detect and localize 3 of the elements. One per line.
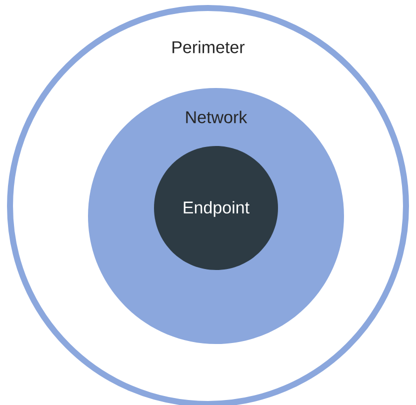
- circle-label: Network: [186, 110, 248, 124]
- circle-label: Perimeter: [172, 40, 245, 54]
- circle-label: Endpoint: [184, 201, 250, 217]
